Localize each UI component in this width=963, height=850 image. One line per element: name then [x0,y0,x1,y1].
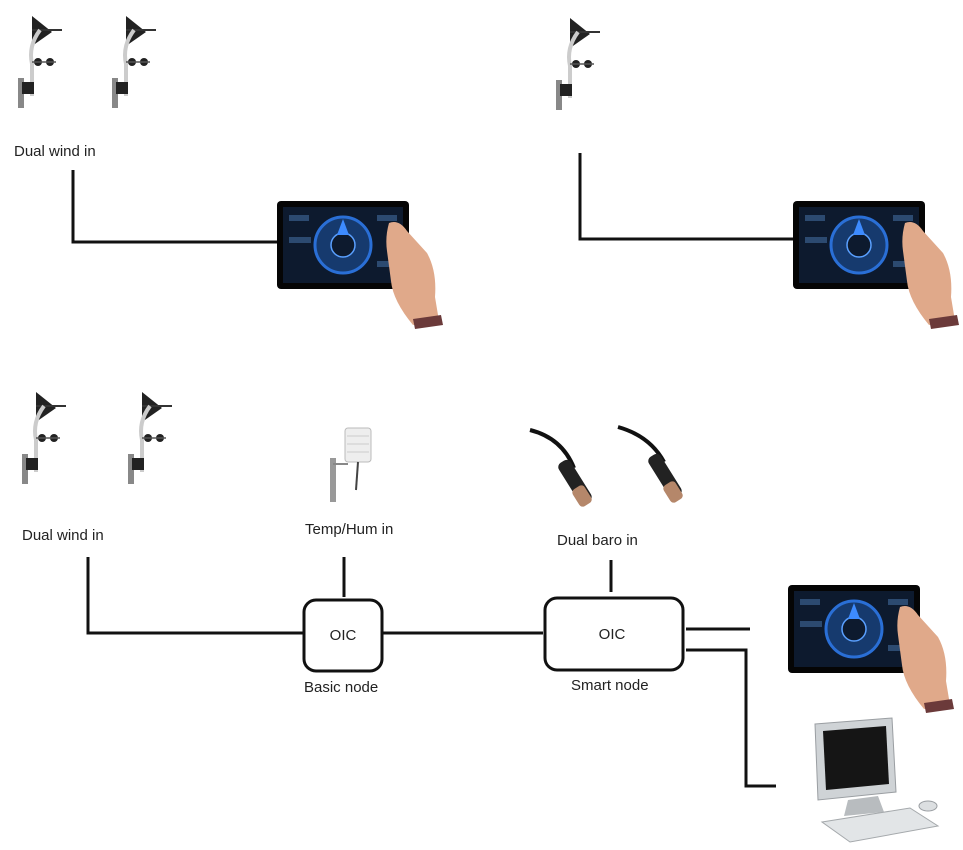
dual-wind-in-label: Dual wind in [14,143,96,160]
touch-display-icon [275,199,445,331]
baro-sensor-icon [617,425,683,503]
wind-sensor-icon [16,14,64,110]
smart-node-box: OIC [543,596,685,672]
smart-node-oic-text: OIC [599,626,626,643]
touch-display-icon [786,583,956,715]
dual-wind-in-label: Dual wind in [22,527,104,544]
baro-sensor-icon [529,428,592,507]
desktop-computer-icon [814,717,940,843]
touch-display-icon [791,199,961,331]
wind-sensor-icon [554,16,602,112]
basic-node-label: Basic node [304,679,379,696]
basic-node-oic-text: OIC [330,627,357,644]
basic-node-box: OIC [302,598,384,673]
temp-hum-sensor-icon [330,427,372,502]
smart-node-label: Smart node [571,677,649,694]
wind-sensor-icon [126,390,174,486]
wind-sensor-icon [110,14,158,110]
temp-hum-in-label: Temp/Hum in [305,521,394,538]
wind-sensor-icon [20,390,68,486]
dual-baro-in-label: Dual baro in [557,532,638,549]
connection-lines [71,153,793,788]
